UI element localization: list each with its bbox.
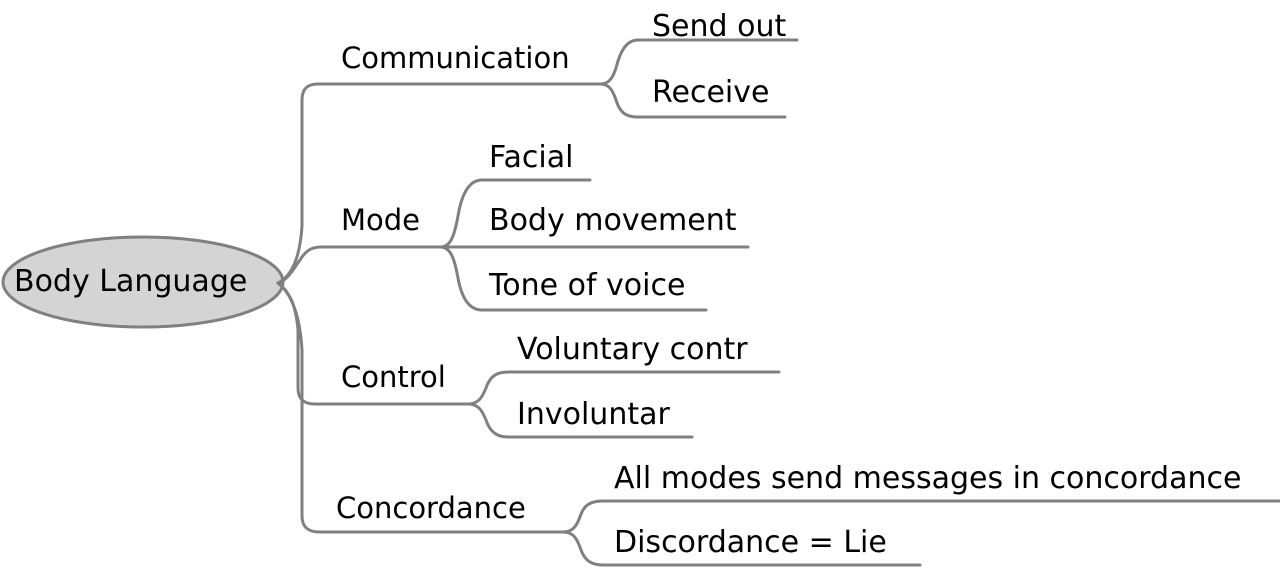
root-node-label: Body Language [14,264,248,299]
node-all-modes-concordance-label: All modes send messages in concordance [614,464,1242,496]
connector-concordance-to-all-modes [561,499,1280,534]
node-involuntary-label: İnvoluntar [517,400,670,432]
connector-concordance-to-discordance [561,530,922,567]
node-control-label: Control [341,363,446,394]
connector-root-to-concordance [276,281,565,534]
connector-communication-to-receive [598,82,787,119]
node-concordance[interactable]: Concordance [336,494,564,534]
node-involuntary[interactable]: İnvoluntar [517,400,693,440]
node-mode-label: Mode [341,206,421,237]
connector-root-to-communication [276,82,602,285]
node-body-movement[interactable]: Body movement [489,206,749,246]
connector-root-to-mode [276,245,442,285]
connector-control-to-involuntary [466,402,694,439]
node-body-movement-label: Body movement [489,206,737,238]
connector-mode-to-facial [438,178,592,249]
node-voluntary-control[interactable]: Voluntary contr [517,335,780,375]
node-facial-label: Facial [489,143,574,175]
node-send-out[interactable]: Send out [652,12,798,52]
node-communication[interactable]: Communication [341,44,603,84]
node-discordance-lie-label: Discordance = Lie [614,528,887,560]
node-receive[interactable]: Receive [652,78,786,118]
node-tone-of-voice-label: Tone of voice [489,271,686,303]
node-receive-label: Receive [652,78,770,110]
connector-control-to-voluntary [466,370,781,406]
node-mode[interactable]: Mode [341,206,436,246]
node-communication-label: Communication [341,44,570,75]
node-facial[interactable]: Facial [489,143,591,183]
node-voluntary-control-label: Voluntary contr [517,335,748,367]
node-send-out-label: Send out [652,12,787,44]
node-all-modes-concordance[interactable]: All modes send messages in concordance [614,464,1280,504]
node-discordance-lie[interactable]: Discordance = Lie [614,528,924,568]
connector-mode-to-tone-of-voice [438,245,708,312]
node-tone-of-voice[interactable]: Tone of voice [489,271,707,311]
connector-communication-to-send-out [598,38,799,86]
node-control[interactable]: Control [341,363,469,403]
node-concordance-label: Concordance [336,494,526,525]
